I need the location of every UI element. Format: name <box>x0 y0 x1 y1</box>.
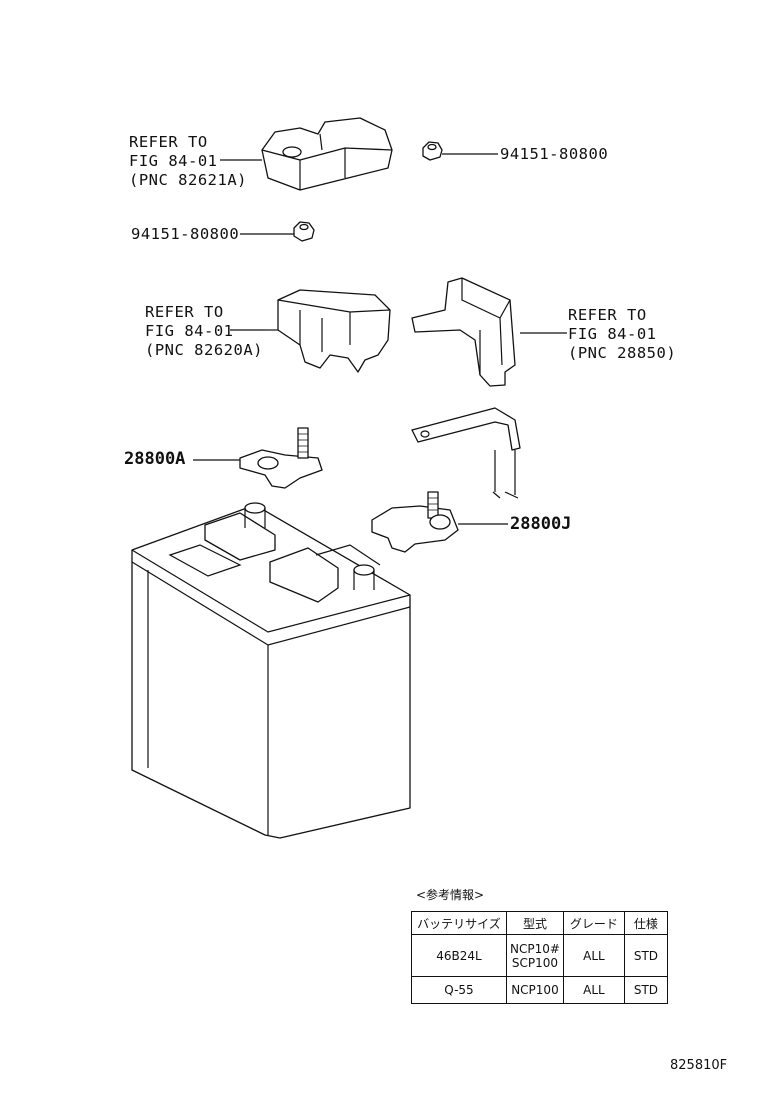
callout-line: REFER TO <box>568 306 647 324</box>
cell-grade: ALL <box>562 976 625 1004</box>
table-row: 46B24L NCP10# SCP100 ALL STD <box>411 934 668 977</box>
callout-line: REFER TO <box>129 133 208 151</box>
table-row: Q-55 NCP100 ALL STD <box>411 976 668 1004</box>
header-spec: 仕様 <box>623 911 668 935</box>
bracket-part <box>411 277 516 387</box>
battery-cover-part <box>261 117 393 191</box>
callout-line: (PNC 28850) <box>568 344 677 362</box>
terminal-j-part <box>371 491 459 553</box>
callout-line: (PNC 82620A) <box>145 341 263 359</box>
cell-spec: STD <box>623 976 668 1004</box>
header-battery-size: バッテリサイズ <box>411 911 507 935</box>
callout-nut-left: 94151-80800 <box>131 225 240 243</box>
battery-clamp-part <box>277 289 391 373</box>
diagram-code: 825810F <box>670 1058 728 1073</box>
header-grade: グレード <box>562 911 625 935</box>
callout-ref-82620a: REFER TO FIG 84-01 (PNC 82620A) <box>145 303 263 360</box>
terminal-a-part <box>239 427 323 489</box>
leader-lines <box>193 153 567 525</box>
cell-model: NCP10# SCP100 <box>506 934 564 977</box>
battery-part <box>131 502 411 839</box>
reference-info-table: バッテリサイズ 型式 グレード 仕様 46B24L NCP10# SCP100 … <box>411 911 668 1004</box>
cell-spec: STD <box>623 934 668 977</box>
callout-terminal-a: 28800A <box>124 449 186 469</box>
cell-model: NCP100 <box>506 976 564 1004</box>
cell-size: 46B24L <box>411 934 507 977</box>
table-header-row: バッテリサイズ 型式 グレード 仕様 <box>411 911 668 935</box>
header-model: 型式 <box>506 911 564 935</box>
callout-line: (PNC 82621A) <box>129 171 247 189</box>
cell-grade: ALL <box>562 934 625 977</box>
callout-ref-28850: REFER TO FIG 84-01 (PNC 28850) <box>568 306 676 363</box>
callout-line: FIG 84-01 <box>129 152 218 170</box>
callout-nut-top: 94151-80800 <box>500 145 609 163</box>
callout-line: FIG 84-01 <box>568 325 657 343</box>
nut-top-part <box>422 141 443 161</box>
reference-info-title: <参考情報> <box>416 888 485 902</box>
nut-left-part <box>293 221 315 242</box>
model-line: SCP100 <box>511 955 559 970</box>
callout-line: REFER TO <box>145 303 224 321</box>
model-line: NCP10# <box>510 941 560 956</box>
cell-size: Q-55 <box>411 976 507 1004</box>
callout-line: FIG 84-01 <box>145 322 234 340</box>
callout-terminal-j: 28800J <box>510 514 572 534</box>
wire-harness-part <box>411 407 521 499</box>
callout-ref-82621a: REFER TO FIG 84-01 (PNC 82621A) <box>129 133 247 190</box>
